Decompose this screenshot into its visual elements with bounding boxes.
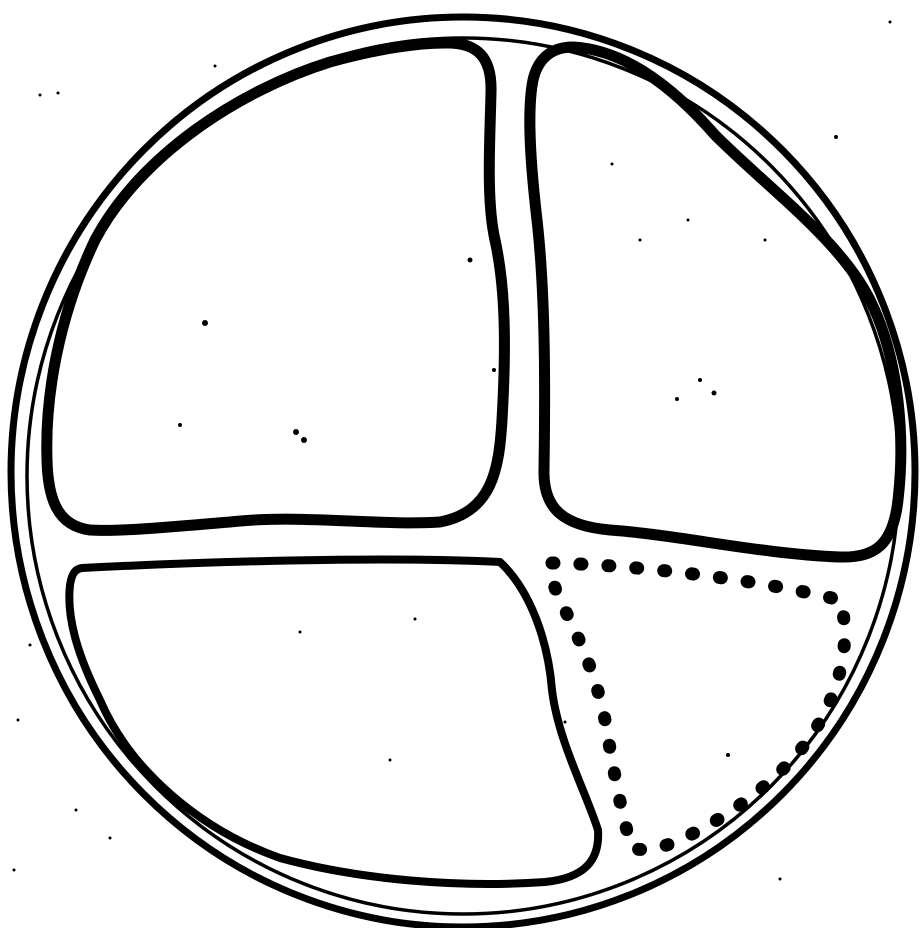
lower-left-section bbox=[69, 560, 598, 884]
upper-right-section bbox=[530, 47, 901, 557]
outer-circle bbox=[11, 17, 915, 927]
upper-left-section bbox=[47, 43, 505, 530]
lower-right-section bbox=[551, 563, 844, 849]
outer-ring bbox=[11, 17, 915, 927]
